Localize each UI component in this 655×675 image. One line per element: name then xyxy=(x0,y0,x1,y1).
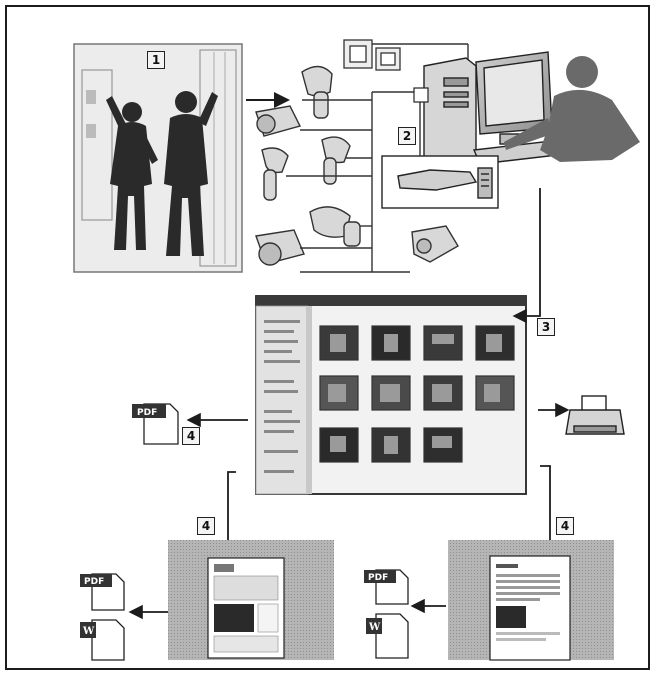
usb-plug xyxy=(414,88,428,102)
printer-icon xyxy=(566,396,624,434)
technicians-panel xyxy=(74,44,242,272)
pdf-label: PDF xyxy=(84,577,104,587)
report-preview-left xyxy=(168,540,334,660)
report-preview-right xyxy=(448,540,614,660)
pdf-file-icon: PDF xyxy=(364,570,408,604)
word-label: W xyxy=(82,626,95,637)
pdf-file-icon: PDF xyxy=(80,574,124,610)
pdf-label: PDF xyxy=(368,573,388,583)
step-4-badge-mid-left: 4 xyxy=(197,517,215,535)
usb-card-reader-icon xyxy=(382,156,498,208)
word-file-icon: W xyxy=(80,620,124,660)
software-window xyxy=(256,296,526,494)
step-4-badge-mid-right: 4 xyxy=(556,517,574,535)
word-label: W xyxy=(368,622,381,633)
step-3-badge: 3 xyxy=(537,318,555,336)
step-4-badge-left: 4 xyxy=(182,427,200,445)
step-2-badge: 2 xyxy=(398,127,416,145)
pdf-file-icon: PDF xyxy=(132,404,178,444)
word-file-icon: W xyxy=(366,614,408,658)
pdf-label: PDF xyxy=(137,408,157,418)
step-1-badge: 1 xyxy=(147,51,165,69)
